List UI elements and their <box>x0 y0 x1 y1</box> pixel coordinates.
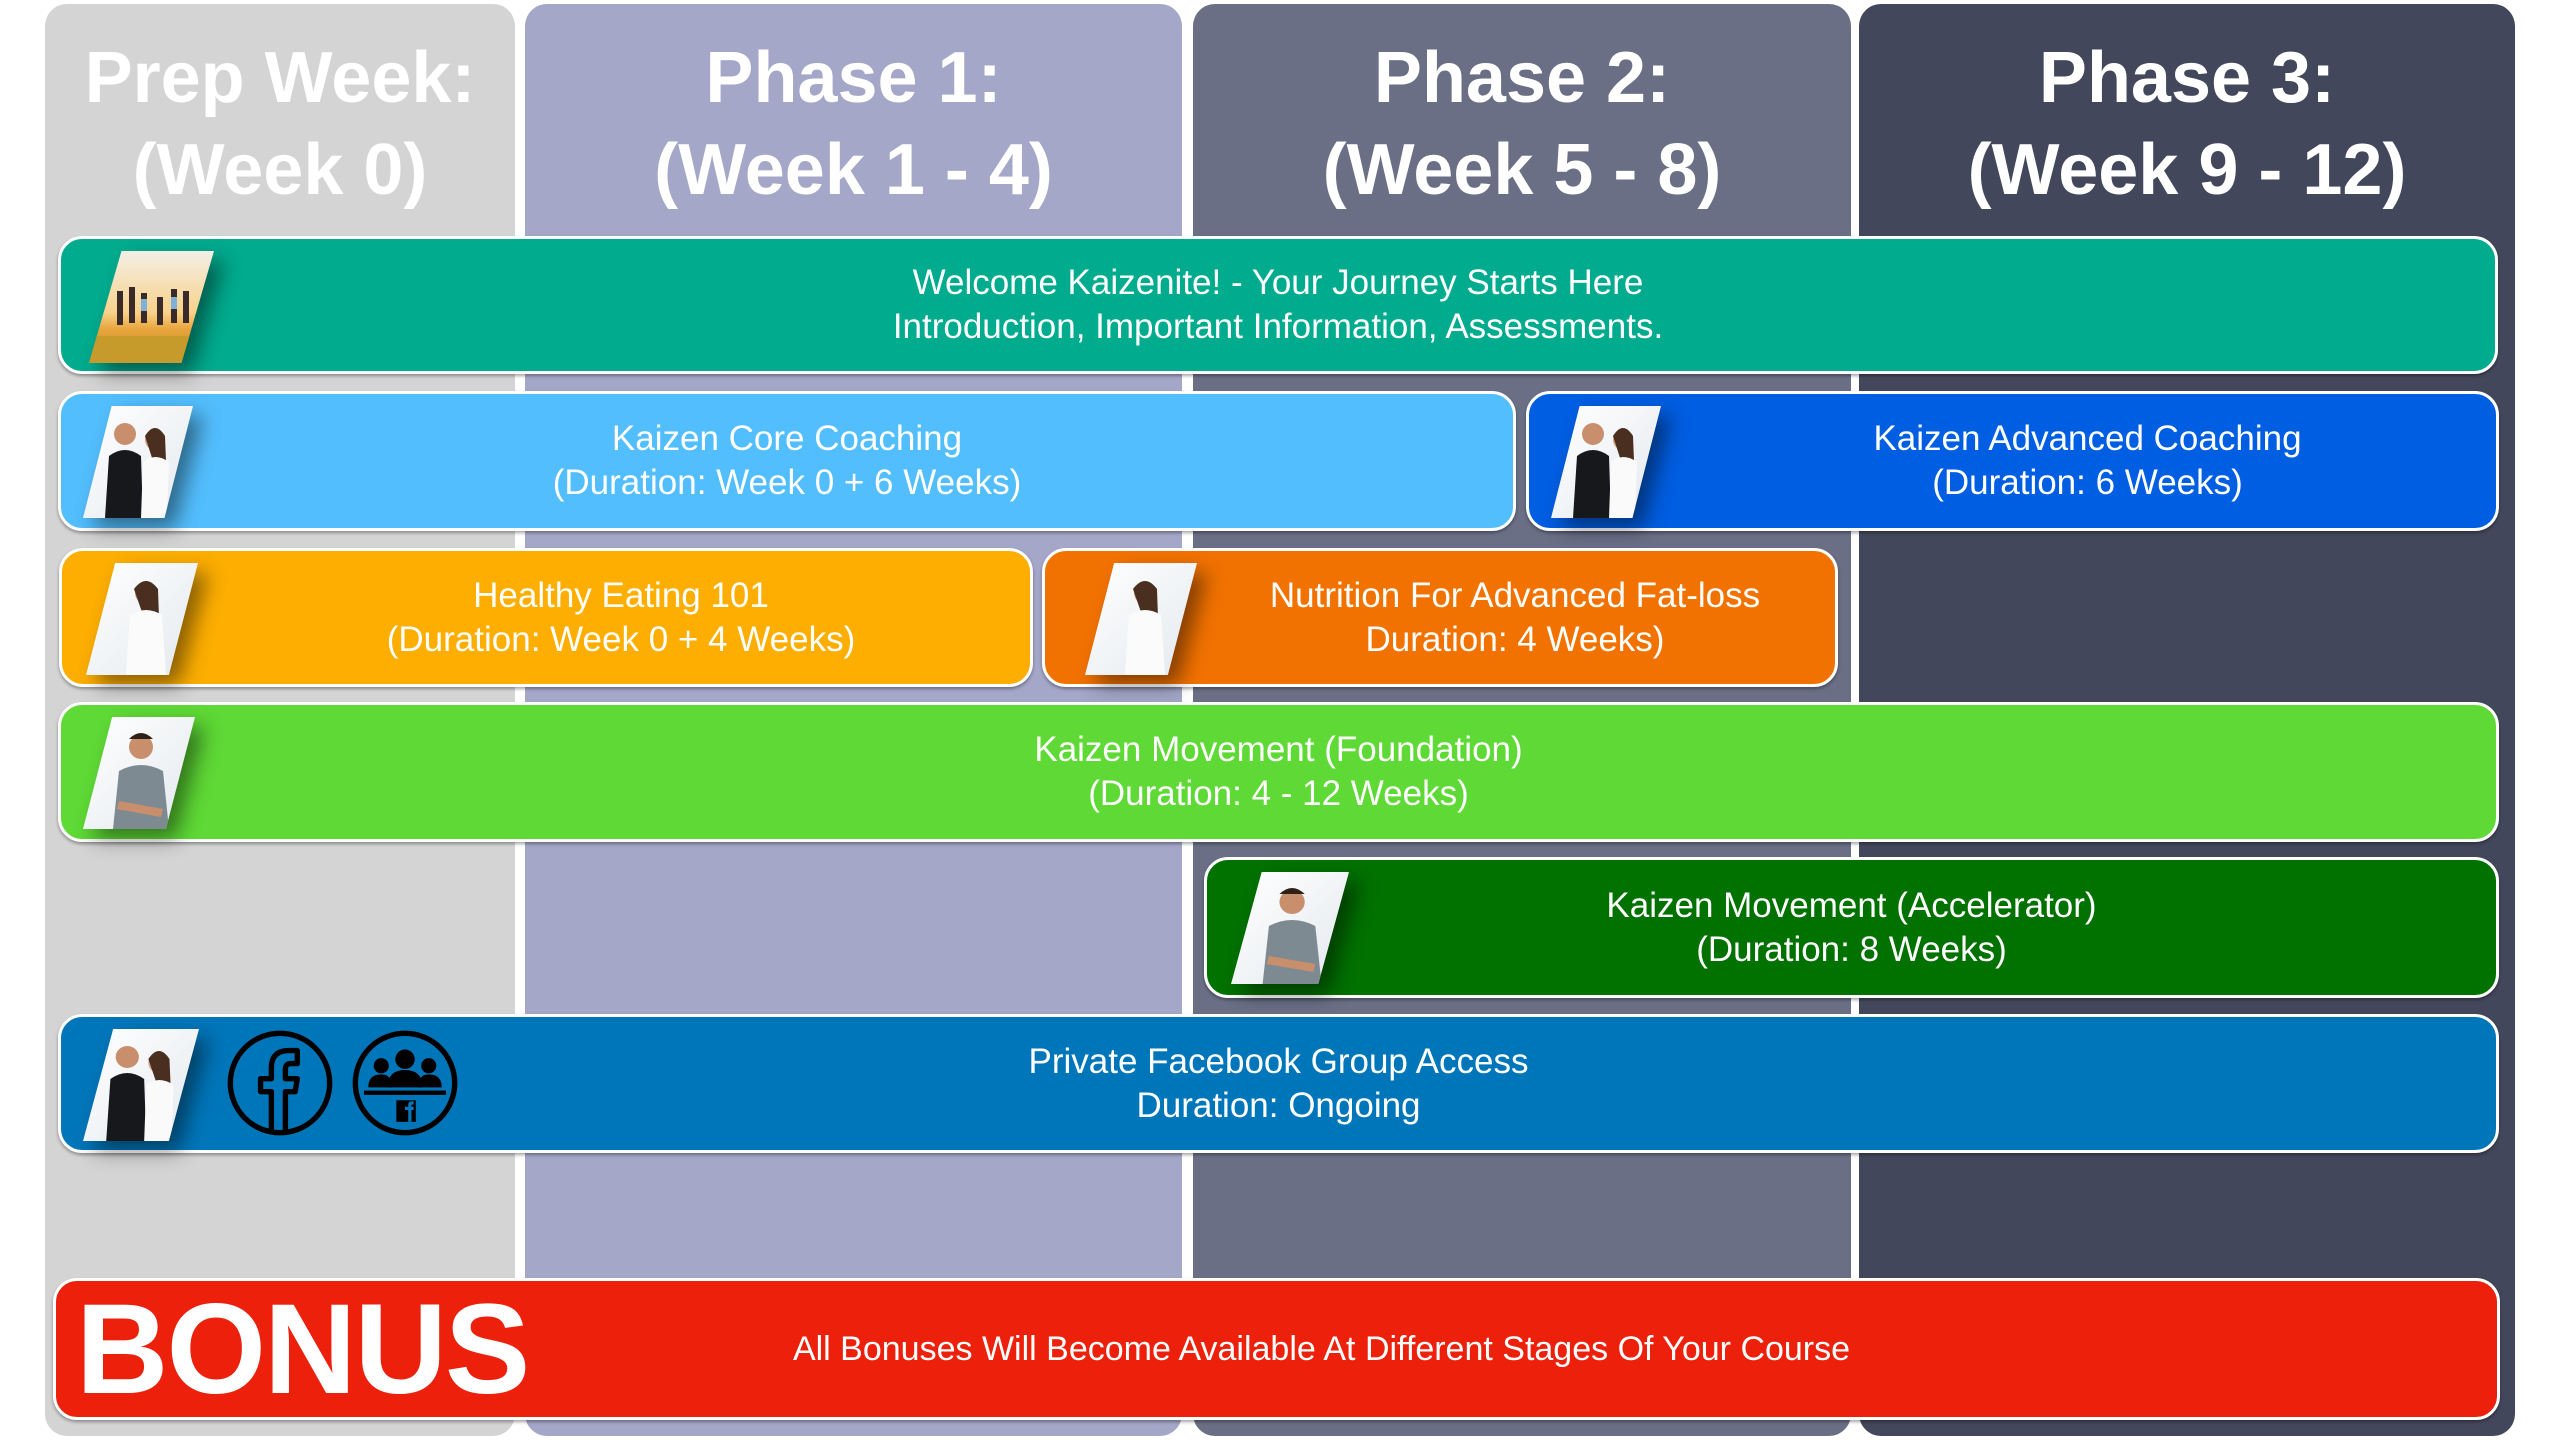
module-text: Healthy Eating 101 (Duration: Week 0 + 4… <box>212 551 1030 684</box>
column-header: Phase 3: (Week 9 - 12) <box>1859 32 2515 216</box>
column-title: Prep Week: <box>84 38 476 118</box>
module-text: Welcome Kaizenite! - Your Journey Starts… <box>61 239 2495 371</box>
module-movement-accelerator[interactable]: Kaizen Movement (Accelerator) (Duration:… <box>1204 857 2499 998</box>
module-subtitle: (Duration: 4 - 12 Weeks) <box>1088 774 1469 813</box>
module-welcome[interactable]: Welcome Kaizenite! - Your Journey Starts… <box>58 236 2498 374</box>
module-subtitle: Duration: 4 Weeks) <box>1365 619 1665 659</box>
coaches-photo <box>83 1029 213 1149</box>
bonus-banner[interactable]: BONUS All Bonuses Will Become Available … <box>53 1277 2500 1421</box>
bonus-label: BONUS <box>76 1277 530 1421</box>
module-subtitle: (Duration: 8 Weeks) <box>1696 929 2007 969</box>
column-header: Prep Week: (Week 0) <box>45 32 515 216</box>
module-subtitle: Introduction, Important Information, Ass… <box>892 307 1664 346</box>
coaches-photo <box>1551 406 1681 526</box>
module-title: Healthy Eating 101 <box>473 575 769 615</box>
column-title: Phase 3: <box>2038 38 2336 118</box>
module-healthy-eating[interactable]: Healthy Eating 101 (Duration: Week 0 + 4… <box>59 548 1033 687</box>
module-title: Kaizen Advanced Coaching <box>1873 419 2302 458</box>
column-header: Phase 1: (Week 1 - 4) <box>525 32 1182 216</box>
column-weeks: (Week 1 - 4) <box>654 130 1053 210</box>
group-jumping-photo <box>89 251 219 371</box>
column-header: Phase 2: (Week 5 - 8) <box>1193 32 1851 216</box>
module-subtitle: (Duration: Week 0 + 4 Weeks) <box>386 619 856 659</box>
module-title: Nutrition For Advanced Fat-loss <box>1269 575 1761 615</box>
module-subtitle: (Duration: Week 0 + 6 Weeks) <box>552 463 1022 502</box>
module-subtitle: (Duration: 6 Weeks) <box>1932 463 2243 502</box>
module-title: Kaizen Movement (Foundation) <box>1034 730 1523 769</box>
column-title: Phase 2: <box>1373 38 1671 118</box>
module-movement-foundation[interactable]: Kaizen Movement (Foundation) (Duration: … <box>58 702 2499 842</box>
module-core-coaching[interactable]: Kaizen Core Coaching (Duration: Week 0 +… <box>58 391 1516 531</box>
module-title: Kaizen Movement (Accelerator) <box>1606 885 2097 925</box>
column-title: Phase 1: <box>705 38 1002 118</box>
module-subtitle: Duration: Ongoing <box>1136 1085 1421 1125</box>
bonus-description: All Bonuses Will Become Available At Dif… <box>792 1330 1851 1368</box>
module-text: Kaizen Movement (Accelerator) (Duration:… <box>1207 860 2496 995</box>
movement-coach-photo <box>83 717 213 837</box>
column-weeks: (Week 9 - 12) <box>1967 130 2407 210</box>
module-text: Kaizen Movement (Foundation) (Duration: … <box>61 705 2496 839</box>
module-advanced-coaching[interactable]: Kaizen Advanced Coaching (Duration: 6 We… <box>1526 391 2499 531</box>
column-weeks: (Week 5 - 8) <box>1322 130 1722 210</box>
module-title: Welcome Kaizenite! - Your Journey Starts… <box>912 263 1644 302</box>
facebook-group-icon <box>351 1029 459 1137</box>
module-facebook-group[interactable]: Private Facebook Group Access Duration: … <box>58 1014 2499 1153</box>
column-weeks: (Week 0) <box>132 130 428 210</box>
module-title: Private Facebook Group Access <box>1028 1041 1529 1081</box>
nutrition-coach-photo <box>86 563 216 683</box>
module-nutrition-advanced[interactable]: Nutrition For Advanced Fat-loss Duration… <box>1042 548 1838 687</box>
bonus-text: All Bonuses Will Become Available At Dif… <box>56 1281 2497 1417</box>
facebook-icon <box>226 1029 334 1137</box>
movement-coach-photo <box>1231 872 1361 992</box>
module-text: Kaizen Core Coaching (Duration: Week 0 +… <box>61 394 1513 528</box>
module-text: Nutrition For Advanced Fat-loss Duration… <box>1195 551 1835 684</box>
module-text: Kaizen Advanced Coaching (Duration: 6 We… <box>1679 394 2496 528</box>
nutrition-coach-photo <box>1085 563 1215 683</box>
module-title: Kaizen Core Coaching <box>611 419 963 458</box>
module-text: Private Facebook Group Access Duration: … <box>61 1017 2496 1150</box>
coaches-photo <box>83 406 213 526</box>
